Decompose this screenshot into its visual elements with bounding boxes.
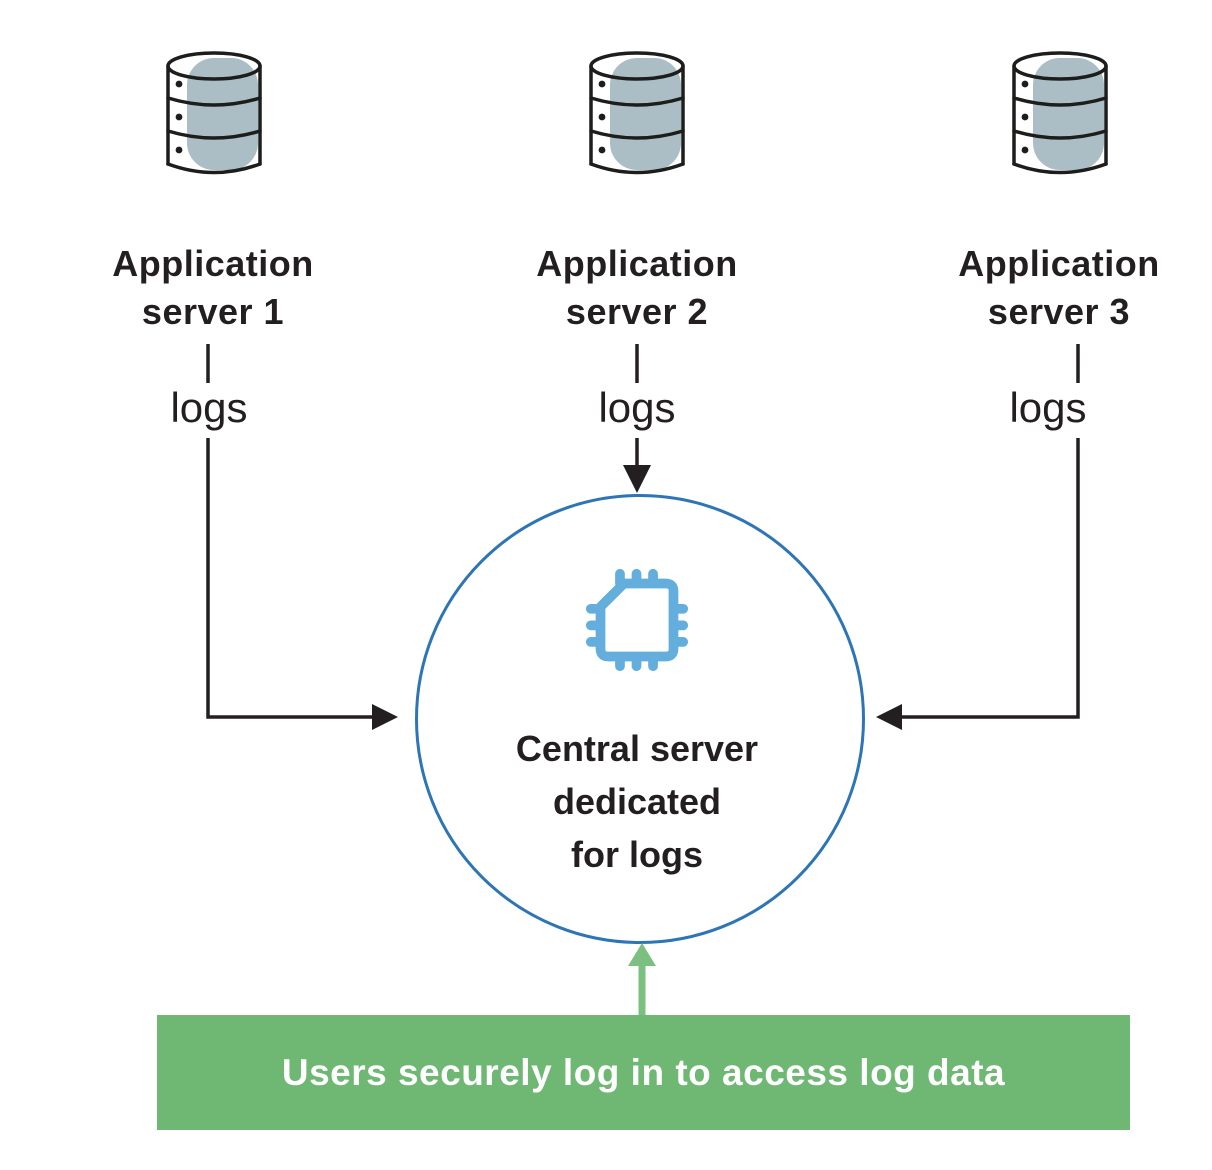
central-server-circle — [415, 494, 865, 944]
arrowhead-server2 — [623, 465, 651, 493]
database-icon — [589, 51, 685, 175]
logs-flow-label-2: logs — [598, 384, 676, 431]
arrowhead-server1 — [372, 704, 398, 730]
arrow-server1-to-central — [206, 344, 374, 719]
central-server-label: Central server dedicated for logs — [515, 728, 759, 875]
arrow-server3-to-central — [900, 344, 1080, 719]
users-banner-label: Users securely log in to access log data — [281, 1051, 1006, 1093]
arrowhead-server3 — [876, 704, 902, 730]
database-icon — [1012, 51, 1108, 175]
logs-flow-label-3: logs — [1009, 384, 1087, 431]
database-icon — [166, 51, 262, 175]
users-banner: Users securely log in to access log data — [157, 1015, 1130, 1130]
logs-flow-label-1: logs — [170, 384, 248, 431]
app-server-2-label: Application server 2 — [536, 243, 738, 332]
arrowhead-users — [628, 943, 656, 966]
cpu-chip-icon — [585, 568, 689, 672]
app-server-1-label: Application server 1 — [112, 243, 314, 332]
app-server-3-label: Application server 3 — [958, 243, 1160, 332]
